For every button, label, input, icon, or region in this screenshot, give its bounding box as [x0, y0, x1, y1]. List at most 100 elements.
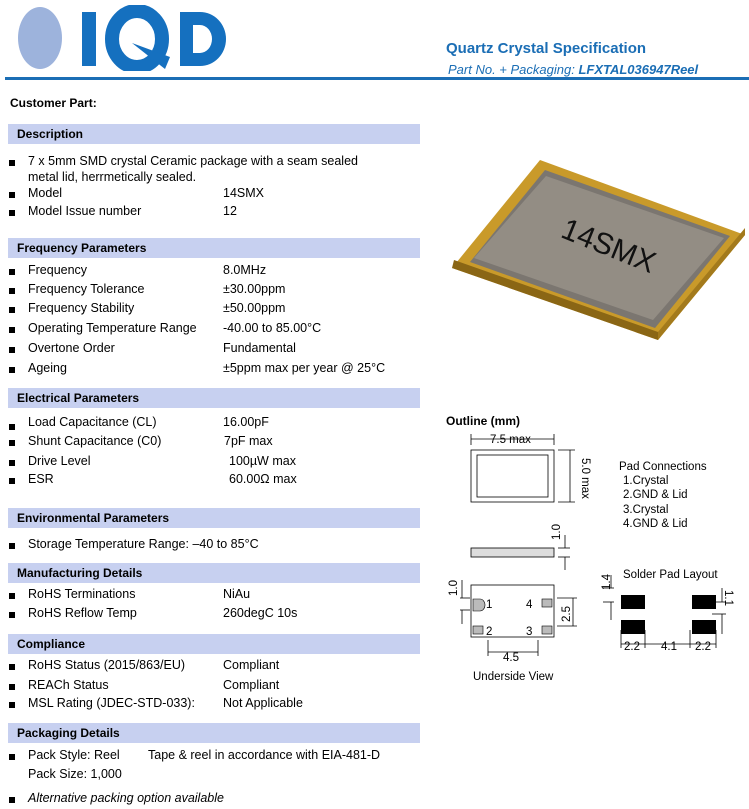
- param-label: REACh Status: [28, 678, 109, 692]
- pack-style: Pack Style: Reel: [28, 748, 120, 762]
- param-value: Fundamental: [223, 341, 296, 355]
- section-frequency: Frequency Parameters: [8, 238, 420, 258]
- underside-view-label: Underside View: [473, 671, 554, 683]
- section-description: Description: [8, 124, 420, 144]
- section-manufacturing: Manufacturing Details: [8, 563, 420, 583]
- section-electrical: Electrical Parameters: [8, 388, 420, 408]
- crystal-product-image: 14SMX: [452, 160, 745, 340]
- bullet: [9, 478, 15, 484]
- dim-pad-pitch-v: 2.5: [561, 606, 573, 622]
- param-value: ±50.00ppm: [223, 301, 286, 315]
- description-line: metal lid, herrmetically sealed.: [28, 170, 197, 184]
- param-value: 100µW max: [229, 454, 296, 468]
- solder-dim-w1: 2.2: [624, 641, 640, 653]
- param-value: -40.00 to 85.00°C: [223, 321, 322, 335]
- bullet: [9, 754, 15, 760]
- param-value: 14SMX: [223, 186, 264, 200]
- bullet: [9, 327, 15, 333]
- param-value: 12: [223, 204, 237, 218]
- param-label: RoHS Status (2015/863/EU): [28, 658, 186, 672]
- pin-4: 4: [526, 599, 533, 611]
- param-value: 8.0MHz: [223, 263, 267, 277]
- param-label: MSL Rating (JDEC-STD-033):: [28, 696, 195, 710]
- bullet: [9, 367, 15, 373]
- param-value: 16.00pF: [223, 415, 269, 429]
- param-label: Operating Temperature Range: [28, 321, 197, 335]
- bullet: [9, 210, 15, 216]
- bullet: [9, 347, 15, 353]
- param-value: ±30.00ppm: [223, 282, 286, 296]
- solder-dim-w2: 2.2: [695, 641, 711, 653]
- part-number: LFXTAL036947Reel: [578, 62, 699, 77]
- param-label: Ageing: [28, 361, 67, 375]
- bullet: [9, 543, 15, 549]
- bullet: [9, 593, 15, 599]
- param-value: Compliant: [223, 658, 280, 672]
- param-value: 60.00Ω max: [229, 472, 297, 486]
- pad-connection: 1.Crystal: [623, 475, 668, 487]
- param-value: Compliant: [223, 678, 280, 692]
- header-rule: [5, 77, 749, 80]
- param-label: Storage Temperature Range: –40 to 85°C: [28, 537, 259, 551]
- section-packaging: Packaging Details: [8, 723, 420, 743]
- pad-connections-title: Pad Connections: [619, 461, 707, 473]
- param-value: 260degC 10s: [223, 606, 298, 620]
- dim-width: 7.5 max: [490, 434, 531, 446]
- solder-dim-h1: 1.4: [601, 573, 613, 590]
- pad-connection: 2.GND & Lid: [623, 489, 688, 501]
- part-label: Part No. + Packaging:: [448, 62, 575, 77]
- bullet: [9, 160, 15, 166]
- param-label: Frequency Tolerance: [28, 282, 145, 296]
- solder-dim-gap: 4.1: [661, 641, 677, 653]
- bullet: [9, 684, 15, 690]
- dim-thickness: 1.0: [551, 524, 563, 540]
- pin-1: 1: [486, 599, 492, 611]
- pad-connection: 4.GND & Lid: [623, 518, 688, 530]
- section-compliance: Compliance: [8, 634, 420, 654]
- param-label: ESR: [28, 472, 54, 486]
- outline-drawing: 7.5 max 5.0 max 1.0 1.0 2.5 4.5 1 2 3 4 …: [448, 434, 734, 683]
- dim-pad-offset: 1.0: [448, 580, 460, 596]
- pack-style-description: Tape & reel in accordance with EIA-481-D: [148, 748, 381, 762]
- iqd-logo: [18, 5, 226, 71]
- param-value: ±5ppm max per year @ 25°C: [223, 361, 386, 375]
- param-label: Drive Level: [28, 454, 91, 468]
- param-value: 7pF max: [224, 434, 273, 448]
- bullet: [9, 440, 15, 446]
- bullet: [9, 797, 15, 803]
- alternative-packing-note: Alternative packing option available: [28, 791, 224, 805]
- solder-pad-title: Solder Pad Layout: [623, 569, 718, 581]
- section-environmental: Environmental Parameters: [8, 508, 420, 528]
- bullet: [9, 702, 15, 708]
- bullet: [9, 664, 15, 670]
- dim-height: 5.0 max: [579, 458, 591, 499]
- part-number-line: Part No. + Packaging: LFXTAL036947Reel: [448, 62, 698, 77]
- description-line: 7 x 5mm SMD crystal Ceramic package with…: [28, 154, 358, 168]
- pack-size: Pack Size: 1,000: [28, 767, 122, 781]
- pin-3: 3: [526, 626, 532, 638]
- bullet: [9, 288, 15, 294]
- param-label: Frequency: [28, 263, 88, 277]
- solder-dim-h2: 1.1: [722, 590, 734, 606]
- param-value: NiAu: [223, 587, 251, 601]
- bullet: [9, 460, 15, 466]
- param-label: RoHS Terminations: [28, 587, 136, 601]
- bullet: [9, 307, 15, 313]
- bullet: [9, 424, 15, 430]
- param-label: Load Capacitance (CL): [28, 415, 157, 429]
- param-label: Overtone Order: [28, 341, 115, 355]
- param-label: RoHS Reflow Temp: [28, 606, 137, 620]
- param-label: Model Issue number: [28, 204, 142, 218]
- document-title: Quartz Crystal Specification: [446, 40, 647, 57]
- bullet: [9, 192, 15, 198]
- param-label: Model: [28, 186, 63, 200]
- param-label: Frequency Stability: [28, 301, 135, 315]
- customer-part-label: Customer Part:: [10, 96, 97, 110]
- pin-2: 2: [486, 626, 492, 638]
- param-value: Not Applicable: [223, 696, 303, 710]
- pad-connection: 3.Crystal: [623, 504, 668, 516]
- dim-pad-pitch-h: 4.5: [503, 652, 519, 664]
- bullet: [9, 269, 15, 275]
- bullet: [9, 612, 15, 618]
